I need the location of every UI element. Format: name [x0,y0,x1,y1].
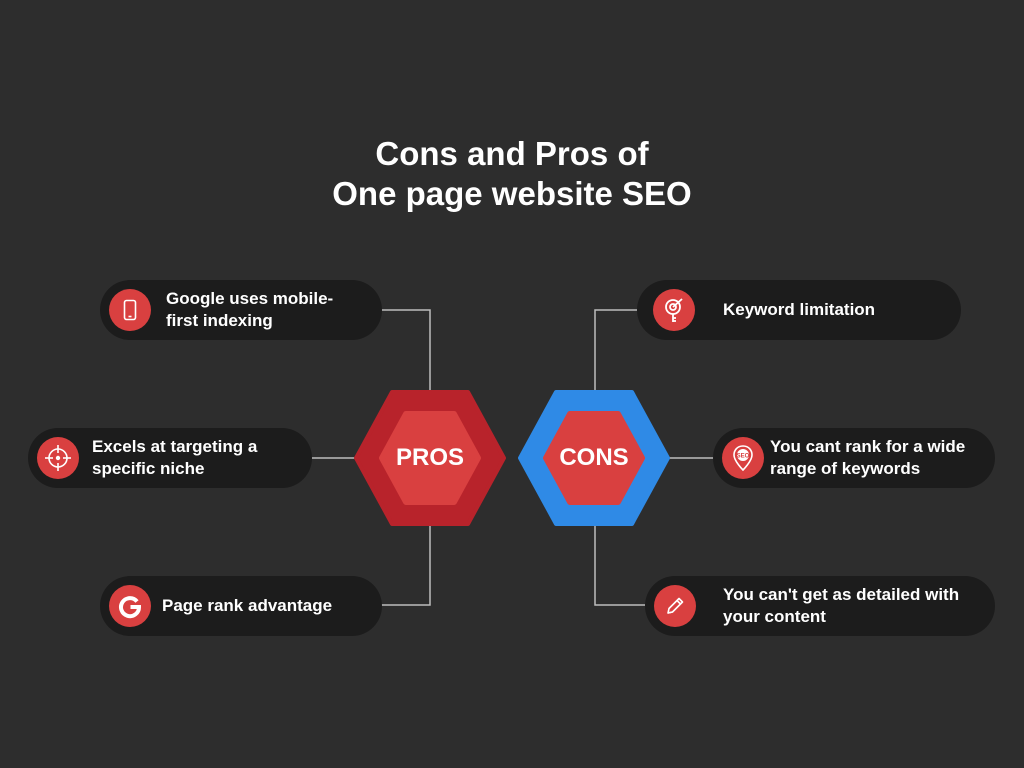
cons-item-text: Keyword limitation [723,300,876,319]
pros-item-text: Google uses mobile-first indexing [166,289,334,330]
cons-item-text: You cant rank for a wide range of keywor… [770,437,966,478]
cons-label: CONS [559,444,629,471]
cons-item-detailed-content: You can't get as detailed with your cont… [645,576,995,636]
connector-cons-top [594,309,637,392]
title-line-1: Cons and Pros of [375,135,649,172]
seo-pin-icon: SEO [722,437,764,479]
pros-label: PROS [395,444,464,471]
smartphone-icon [109,289,151,331]
target-key-icon [653,289,695,331]
pros-item-niche: Excels at targeting a specific niche [28,428,312,488]
connector-pros-top [380,309,431,392]
title-line-2: One page website SEO [332,175,692,212]
crosshair-icon [37,437,79,479]
connector-cons-bottom [594,523,645,606]
cons-item-keyword-limitation: Keyword limitation [637,280,961,340]
pencil-icon [654,585,696,627]
svg-text:SEO: SEO [737,453,750,459]
cons-item-wide-range: SEO You cant rank for a wide range of ke… [713,428,995,488]
pros-item-page-rank: Page rank advantage [100,576,382,636]
pros-hexagon: PROS [354,390,506,526]
page-title: Cons and Pros of One page website SEO [0,134,1024,214]
google-icon [109,585,151,627]
cons-hexagon: CONS [518,390,670,526]
pros-item-text: Page rank advantage [162,596,333,615]
connector-pros-bottom [380,523,431,606]
pros-item-mobile-first: Google uses mobile-first indexing [100,280,382,340]
pros-item-text: Excels at targeting a specific niche [92,437,258,478]
cons-item-text: You can't get as detailed with your cont… [723,585,960,626]
